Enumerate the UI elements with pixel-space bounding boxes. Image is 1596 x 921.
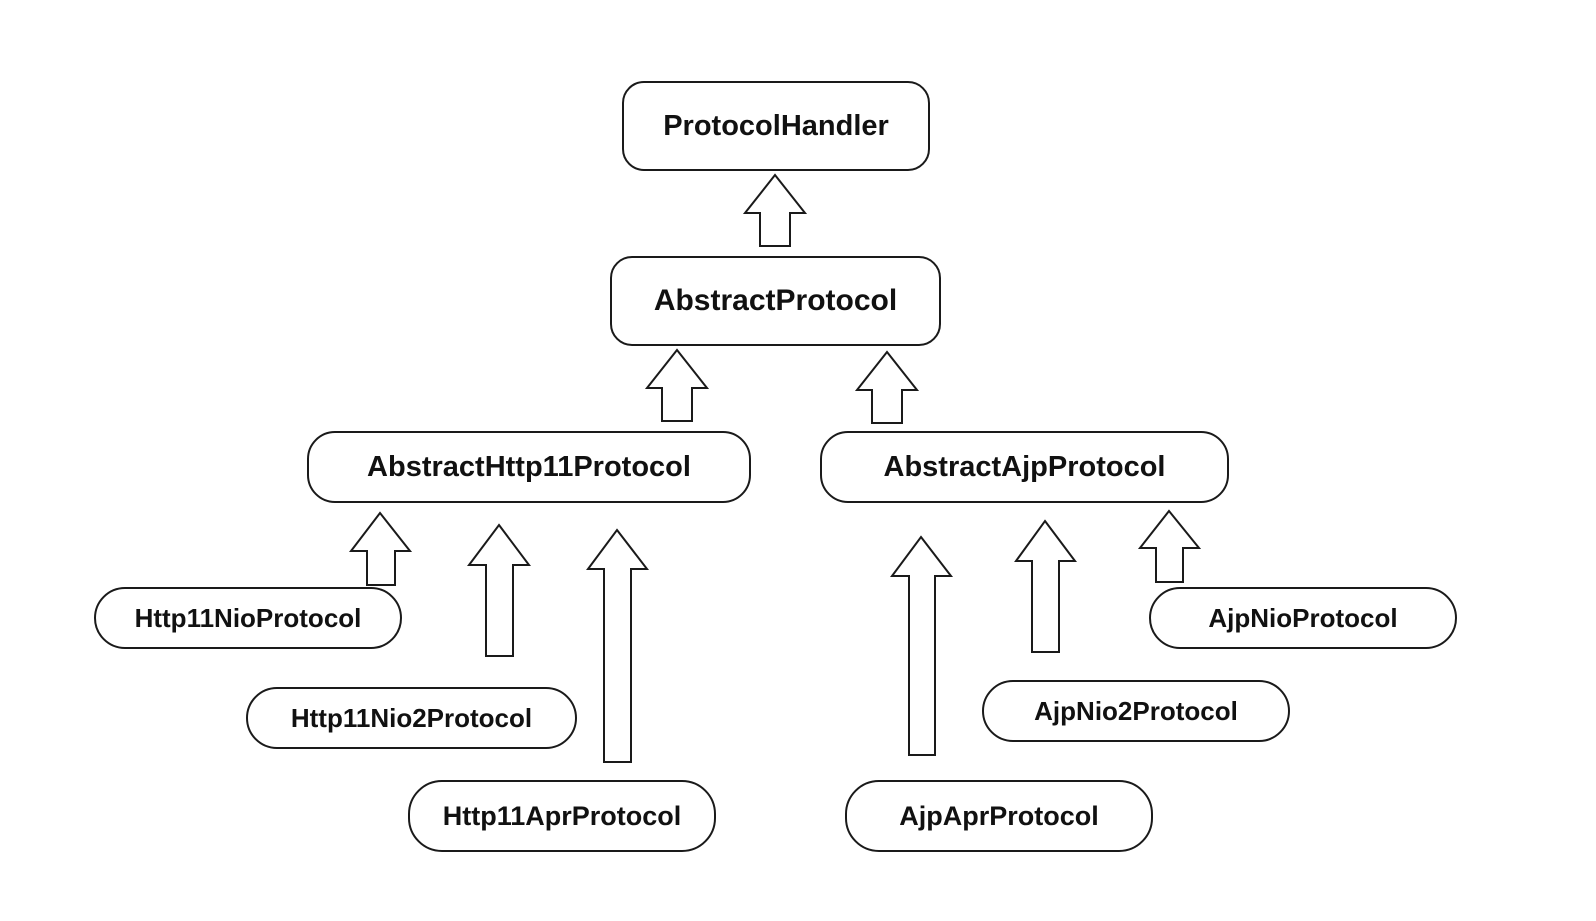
arrow-ajpnio-to-abstractajp xyxy=(1137,509,1202,583)
node-label: Http11AprProtocol xyxy=(442,800,682,831)
node-ajpnioprotocol: AjpNioProtocol xyxy=(1149,587,1457,649)
node-label: Http11NioProtocol xyxy=(134,602,362,633)
node-abstractprotocol: AbstractProtocol xyxy=(610,256,941,346)
arrow-ajpnio2-to-abstractajp xyxy=(1014,519,1077,653)
arrow-http11apr-to-abstracthttp11 xyxy=(586,528,650,763)
arrow-http11nio-to-abstracthttp11 xyxy=(348,511,413,586)
node-protocolhandler: ProtocolHandler xyxy=(622,81,930,171)
node-label: AjpNio2Protocol xyxy=(1034,695,1238,726)
arrow-abstractajp-to-abstractprotocol xyxy=(854,350,920,424)
node-ajpnio2protocol: AjpNio2Protocol xyxy=(982,680,1290,742)
arrow-http11nio2-to-abstracthttp11 xyxy=(467,523,531,657)
node-label: AbstractAjpProtocol xyxy=(883,450,1166,483)
node-label: AbstractHttp11Protocol xyxy=(367,450,691,483)
node-http11nioprotocol: Http11NioProtocol xyxy=(94,587,402,649)
arrow-abstracthttp11-to-abstractprotocol xyxy=(644,348,710,422)
arrow-abstractprotocol-to-protocolhandler xyxy=(742,173,808,247)
arrow-ajpapr-to-abstractajp xyxy=(890,535,954,756)
node-label: AjpNioProtocol xyxy=(1208,602,1398,633)
node-http11aprprotocol: Http11AprProtocol xyxy=(408,780,716,852)
node-ajpaprprotocol: AjpAprProtocol xyxy=(845,780,1153,852)
node-abstractajpprotocol: AbstractAjpProtocol xyxy=(820,431,1229,503)
node-http11nio2protocol: Http11Nio2Protocol xyxy=(246,687,577,749)
node-label: AbstractProtocol xyxy=(653,284,898,317)
node-label: ProtocolHandler xyxy=(663,109,889,142)
node-abstracthttp11protocol: AbstractHttp11Protocol xyxy=(307,431,751,503)
node-label: Http11Nio2Protocol xyxy=(290,702,533,733)
node-label: AjpAprProtocol xyxy=(899,800,1099,831)
